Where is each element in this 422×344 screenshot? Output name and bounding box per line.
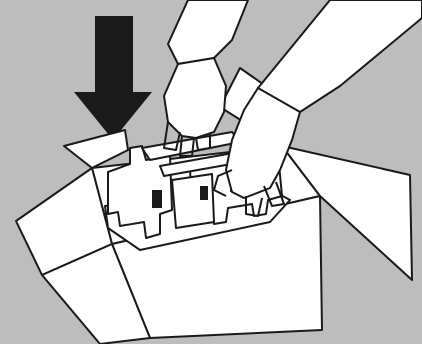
insert-slot	[152, 190, 162, 208]
insert-divider	[172, 174, 214, 228]
insert-slot	[200, 186, 208, 200]
